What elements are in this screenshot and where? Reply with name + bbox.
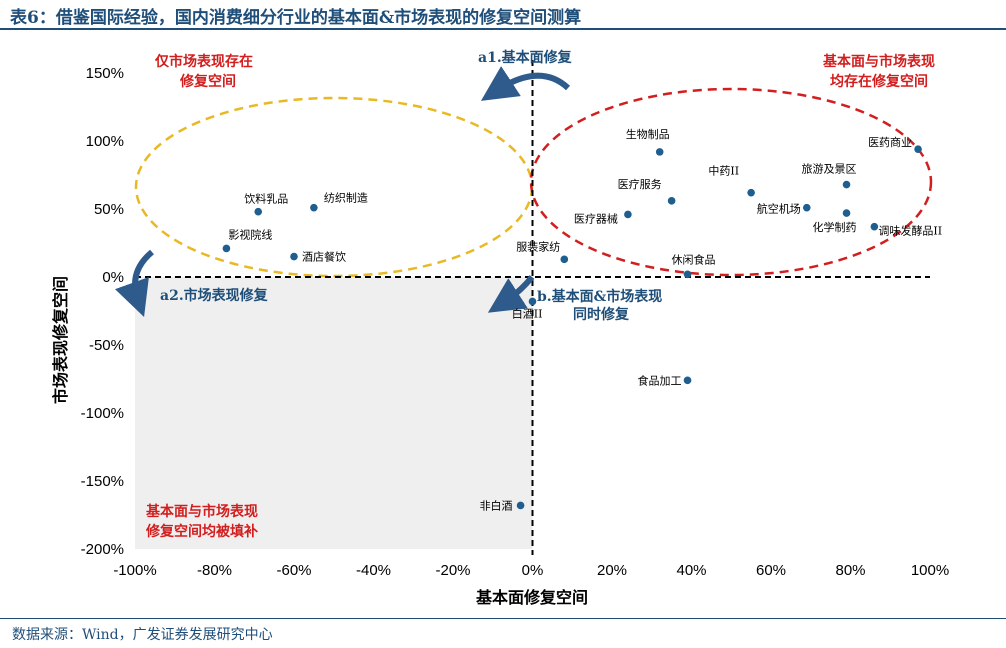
point-label: 医药商业 [868, 135, 912, 149]
annotation-b: 同时修复 [573, 306, 630, 323]
point-label: 影视院线 [228, 227, 272, 241]
data-point [310, 203, 318, 212]
x-tick-label: -60% [276, 562, 311, 579]
x-tick-label: 100% [911, 562, 949, 579]
shaded-quadrant [135, 277, 533, 549]
y-tick-label: 0% [102, 269, 124, 286]
y-tick-label: 100% [86, 133, 124, 150]
annotation-top-right: 基本面与市场表现 [823, 53, 935, 70]
point-label: 生物制品 [626, 127, 670, 141]
x-tick-label: 40% [676, 562, 706, 579]
data-point [802, 203, 811, 212]
x-axis-title: 基本面修复空间 [475, 588, 588, 607]
point-label: 调味发酵品II [878, 224, 942, 238]
x-tick-label: -40% [356, 562, 391, 579]
x-tick-label: -20% [435, 562, 470, 579]
data-point [842, 209, 851, 217]
y-axis-title: 市场表现修复空间 [51, 276, 70, 404]
data-point [683, 270, 692, 279]
point-label: 非白酒 [480, 498, 513, 512]
y-tick-label: -200% [81, 541, 124, 558]
yellow-dashed-ellipse [134, 96, 534, 278]
data-point [667, 197, 676, 205]
point-label: 中药II [708, 165, 739, 178]
point-label: 医疗服务 [618, 177, 662, 191]
arrow-b [487, 275, 535, 313]
x-tick-label: -80% [197, 562, 232, 579]
data-point [870, 222, 879, 231]
point-label: 航空机场 [757, 202, 801, 216]
annotation-top-right: 均存在修复空间 [830, 73, 928, 90]
x-tick-label: 80% [835, 562, 865, 579]
y-tick-label: -150% [81, 473, 124, 490]
y-tick-label: -100% [81, 405, 124, 422]
data-point [254, 207, 263, 216]
point-label: 医疗器械 [574, 211, 618, 225]
annotation-a1: a1.基本面修复 [478, 49, 573, 66]
data-point [560, 255, 569, 264]
point-label: 酒店餐饮 [302, 250, 346, 264]
title-bar [0, 0, 1006, 30]
annotation-top-left: 修复空间 [179, 73, 236, 90]
y-tick-label: -50% [89, 337, 124, 354]
x-tick-label: 60% [756, 562, 786, 579]
point-label: 旅游及景区 [802, 162, 857, 176]
point-label: 休闲食品 [672, 252, 716, 266]
annotation-bottom-left: 修复空间均被填补 [145, 523, 258, 540]
x-tick-label: 20% [597, 562, 627, 579]
red-dashed-ellipse [529, 87, 933, 277]
y-tick-label: 50% [94, 201, 124, 218]
data-point [290, 252, 298, 261]
x-tick-label: 0% [522, 562, 544, 579]
data-point [516, 501, 525, 510]
data-point [222, 244, 231, 253]
point-label: 饮料乳品 [244, 192, 288, 206]
point-label: 白酒II [512, 306, 543, 320]
data-point [624, 210, 632, 219]
arrow-a2 [114, 249, 155, 317]
source-note: 数据来源：Wind，广发证券发展研究中心 [12, 627, 273, 643]
data-point [683, 376, 692, 385]
annotation-bottom-left: 基本面与市场表现 [146, 503, 258, 520]
arrow-a1 [480, 66, 571, 101]
point-label: 化学制药 [813, 220, 857, 234]
x-tick-label: -100% [113, 562, 156, 579]
scatter-chart: -100% -80% -60% -40% -20% 0% 20% 40% 60% 80% 100% 1… [51, 49, 949, 607]
point-label: 纺织制造 [324, 191, 368, 205]
point-label: 食品加工 [638, 373, 682, 387]
source-divider [0, 618, 1006, 619]
y-tick-label: 150% [86, 65, 124, 82]
annotation-a2: a2.市场表现修复 [160, 287, 269, 304]
data-point [528, 297, 537, 306]
data-point [655, 148, 664, 156]
annotation-b: b.基本面&市场表现 [537, 288, 662, 305]
annotation-top-left: 仅市场表现存在 [154, 53, 253, 70]
data-point [914, 145, 922, 153]
data-point [842, 180, 851, 189]
page-title: 表6：借鉴国际经验，国内消费细分行业的基本面&市场表现的修复空间测算 [10, 8, 582, 28]
data-point [747, 188, 755, 197]
point-label: 服装家纺 [516, 239, 560, 253]
